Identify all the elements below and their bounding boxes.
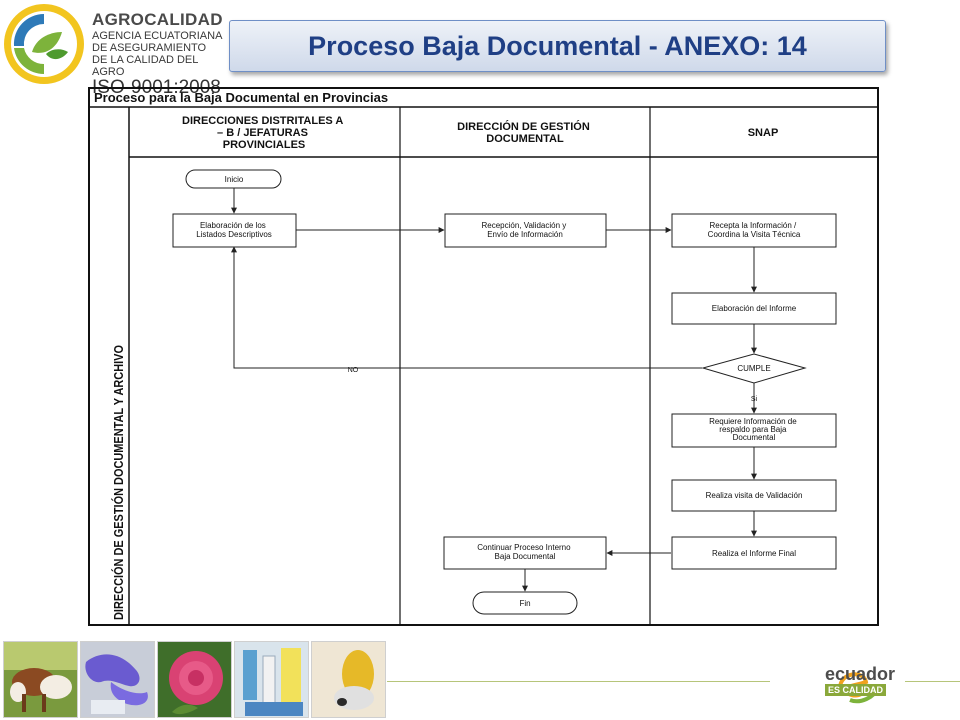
svg-text:Recepción, Validación y: Recepción, Validación y Envío de Informa…	[481, 221, 568, 239]
lane-2-header: DIRECCIÓN DE GESTIÓN DOCUMENTAL	[457, 120, 593, 145]
svg-text:Requiere Información de: Requiere Información de respaldo para Ba…	[709, 417, 799, 442]
svg-text:CUMPLE: CUMPLE	[737, 364, 770, 373]
node-cumple: CUMPLE	[701, 353, 807, 384]
lane-3-header: SNAP	[748, 127, 779, 139]
edge-cumple-no	[231, 246, 702, 369]
logo-title: AGROCALIDAD	[92, 10, 223, 29]
node-listados: Elaboración de los Listados Descriptivos	[172, 213, 297, 248]
diagram-heading: Proceso para la Baja Documental en Provi…	[94, 90, 388, 105]
node-informe: Elaboración del Informe	[671, 292, 837, 325]
photo-strip	[3, 641, 387, 718]
footer-divider	[387, 681, 770, 682]
agrocalidad-emblem-icon	[4, 4, 84, 84]
node-continuar: Continuar Proceso Interno Baja Documenta…	[443, 536, 607, 570]
node-visita: Realiza visita de Validación	[671, 479, 837, 512]
svg-text:Recepta la Información /: Recepta la Información / Coordina la Vis…	[708, 221, 801, 239]
title-banner: Proceso Baja Documental - ANEXO: 14	[229, 20, 886, 72]
cattle-photo	[3, 641, 78, 718]
node-requiere: Requiere Información de respaldo para Ba…	[671, 413, 837, 448]
svg-text:Elaboración de los Lis: Elaboración de los Listados Descriptivos	[196, 221, 272, 239]
lab-vials-photo	[234, 641, 309, 718]
svg-text:Inicio: Inicio	[225, 175, 244, 184]
node-fin: Fin	[472, 591, 578, 615]
logo-line-3: DE LA CALIDAD DEL AGRO	[92, 54, 198, 78]
svg-text:Realiza visita de Validación: Realiza visita de Validación	[706, 491, 803, 500]
footer-divider-right	[905, 681, 960, 682]
lab-gloves-photo	[80, 641, 155, 718]
node-informe-final: Realiza el Informe Final	[671, 536, 837, 570]
svg-text:Continuar Proceso Interno: Continuar Proceso Interno Baja Documenta…	[477, 543, 573, 561]
node-inicio: Inicio	[185, 169, 282, 189]
label-no: NO	[348, 367, 359, 374]
svg-text:Elaboración del Informe: Elaboración del Informe	[712, 304, 797, 313]
brand-tag: ES CALIDAD	[825, 684, 887, 696]
logo-line-1: AGENCIA ECUATORIANA	[92, 30, 223, 42]
diagram-frame	[88, 87, 879, 626]
svg-text:Realiza el Informe Final: Realiza el Informe Final	[712, 549, 796, 558]
pool-label: DIRECCIÓN DE GESTIÓN DOCUMENTAL Y ARCHIV…	[111, 345, 126, 620]
page-title: Proceso Baja Documental - ANEXO: 14	[308, 30, 807, 61]
node-recepta: Recepta la Información / Coordina la Vis…	[671, 213, 837, 248]
mango-photo	[311, 641, 386, 718]
node-recepcion: Recepción, Validación y Envío de Informa…	[444, 213, 607, 248]
logo-line-2: DE ASEGURAMIENTO	[92, 42, 207, 54]
rose-photo	[157, 641, 232, 718]
brand-name: ecuador	[825, 664, 896, 684]
lane-1-header: DIRECCIONES DISTRITALES A – B / JEFATURA…	[182, 115, 346, 151]
svg-text:Fin: Fin	[519, 599, 530, 608]
label-si: Si	[751, 396, 758, 403]
